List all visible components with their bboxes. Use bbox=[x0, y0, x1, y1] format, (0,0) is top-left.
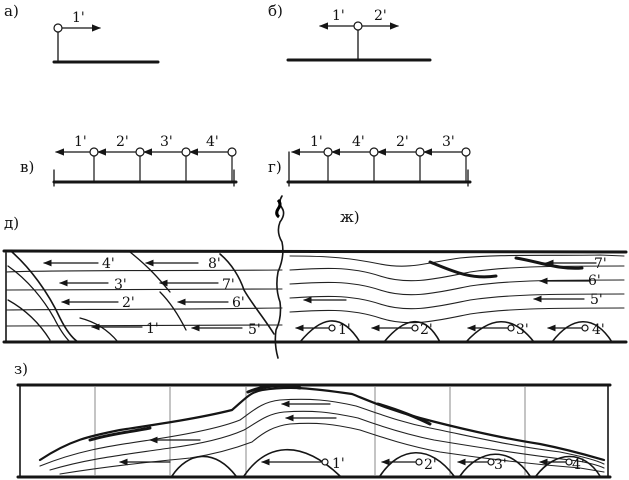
arch bbox=[379, 452, 455, 477]
source-point bbox=[487, 458, 495, 466]
front-curve bbox=[129, 251, 171, 293]
source-point bbox=[328, 324, 336, 332]
section-label-b: б) bbox=[268, 2, 283, 20]
label-d-7: 7' bbox=[222, 277, 235, 293]
front-curve bbox=[11, 251, 79, 343]
label-z-3: 3' bbox=[494, 457, 507, 473]
label-v-1: 1' bbox=[74, 134, 87, 150]
layer-line bbox=[5, 269, 283, 273]
label-g-4: 4' bbox=[352, 134, 365, 150]
arch bbox=[171, 455, 237, 477]
source-point-4 bbox=[461, 147, 471, 157]
label-d-4: 4' bbox=[102, 256, 115, 272]
label-v-4: 4' bbox=[206, 134, 219, 150]
panel-a: а) 1' bbox=[4, 2, 160, 64]
arch bbox=[465, 320, 535, 343]
source-point-3 bbox=[415, 147, 425, 157]
section-label-g: г) bbox=[268, 158, 282, 176]
source-point bbox=[353, 21, 363, 31]
arch bbox=[299, 320, 361, 343]
label-d-2: 2' bbox=[122, 295, 135, 311]
label-a-1: 1' bbox=[72, 10, 85, 26]
mound-layer bbox=[49, 410, 605, 471]
source-point-2 bbox=[369, 147, 379, 157]
label-zh-5: 5' bbox=[590, 292, 603, 308]
arch bbox=[243, 448, 341, 477]
arch bbox=[535, 455, 601, 477]
panel-b: б) 1' 2' bbox=[268, 2, 432, 62]
label-g-2: 2' bbox=[396, 134, 409, 150]
layer-line bbox=[289, 254, 625, 267]
label-zh-1: 1' bbox=[338, 322, 351, 338]
label-zh-6: 6' bbox=[588, 273, 601, 289]
label-zh-7: 7' bbox=[594, 256, 607, 272]
front-curve bbox=[159, 291, 187, 331]
section-label-z: з) bbox=[14, 360, 28, 378]
label-z-1: 1' bbox=[332, 456, 345, 472]
layer-line bbox=[289, 307, 625, 324]
crack-blot bbox=[275, 198, 282, 219]
front-curve bbox=[79, 317, 119, 343]
source-point-1 bbox=[323, 147, 333, 157]
section-label-zh: ж) bbox=[340, 208, 360, 226]
source-point-4 bbox=[227, 147, 237, 157]
panel-v: в) 1' 2' 3' 4' bbox=[20, 134, 238, 187]
section-label-d: д) bbox=[4, 214, 19, 232]
label-zh-3: 3' bbox=[516, 322, 529, 338]
source-point-1 bbox=[89, 147, 99, 157]
layer-line bbox=[289, 293, 625, 310]
crack-line bbox=[274, 195, 285, 359]
label-z-2: 2' bbox=[424, 457, 437, 473]
label-d-5: 5' bbox=[248, 322, 261, 338]
layer-line bbox=[5, 324, 283, 327]
panel-d-zh-strip: 4' 8' 3' 7' 2' 6' 1' 5' 7' bbox=[2, 195, 628, 359]
source-point bbox=[565, 458, 573, 466]
layer-line bbox=[289, 279, 625, 296]
label-g-1: 1' bbox=[310, 134, 323, 150]
source-point-3 bbox=[181, 147, 191, 157]
panel-g: г) 1' 4' 2' 3' bbox=[268, 134, 472, 187]
section-label-a: а) bbox=[4, 2, 19, 20]
thick-stroke bbox=[376, 402, 432, 426]
label-g-3: 3' bbox=[442, 134, 455, 150]
strip-top-line bbox=[2, 249, 628, 254]
label-zh-2: 2' bbox=[420, 322, 433, 338]
source-point bbox=[53, 23, 63, 33]
thick-stroke bbox=[428, 260, 498, 279]
label-d-8: 8' bbox=[208, 256, 221, 272]
panel-z: 1' 2' 3' 4' bbox=[16, 383, 612, 479]
front-curve bbox=[7, 299, 51, 341]
label-v-2: 2' bbox=[116, 134, 129, 150]
arch bbox=[383, 320, 441, 343]
source-point bbox=[411, 324, 419, 332]
front-curve bbox=[7, 265, 71, 343]
front-curve bbox=[219, 253, 275, 335]
source-point bbox=[321, 458, 329, 466]
label-z-4: 4' bbox=[572, 457, 585, 473]
arch bbox=[459, 453, 531, 477]
thick-stroke bbox=[88, 426, 152, 442]
label-b-1: 1' bbox=[332, 8, 345, 24]
label-d-6: 6' bbox=[232, 295, 245, 311]
label-v-3: 3' bbox=[160, 134, 173, 150]
source-point-2 bbox=[135, 147, 145, 157]
section-label-v: в) bbox=[20, 158, 34, 176]
label-zh-4: 4' bbox=[592, 322, 605, 338]
arch bbox=[551, 320, 613, 343]
thick-stroke bbox=[246, 384, 302, 394]
mound-layer bbox=[59, 422, 605, 475]
layer-line bbox=[5, 288, 283, 291]
source-point bbox=[415, 458, 423, 466]
source-point bbox=[507, 324, 515, 332]
layer-line bbox=[5, 307, 283, 311]
label-d-1: 1' bbox=[146, 321, 159, 337]
source-point bbox=[581, 324, 589, 332]
mound-outline bbox=[38, 386, 606, 462]
label-b-2: 2' bbox=[374, 8, 387, 24]
label-d-3: 3' bbox=[114, 277, 127, 293]
